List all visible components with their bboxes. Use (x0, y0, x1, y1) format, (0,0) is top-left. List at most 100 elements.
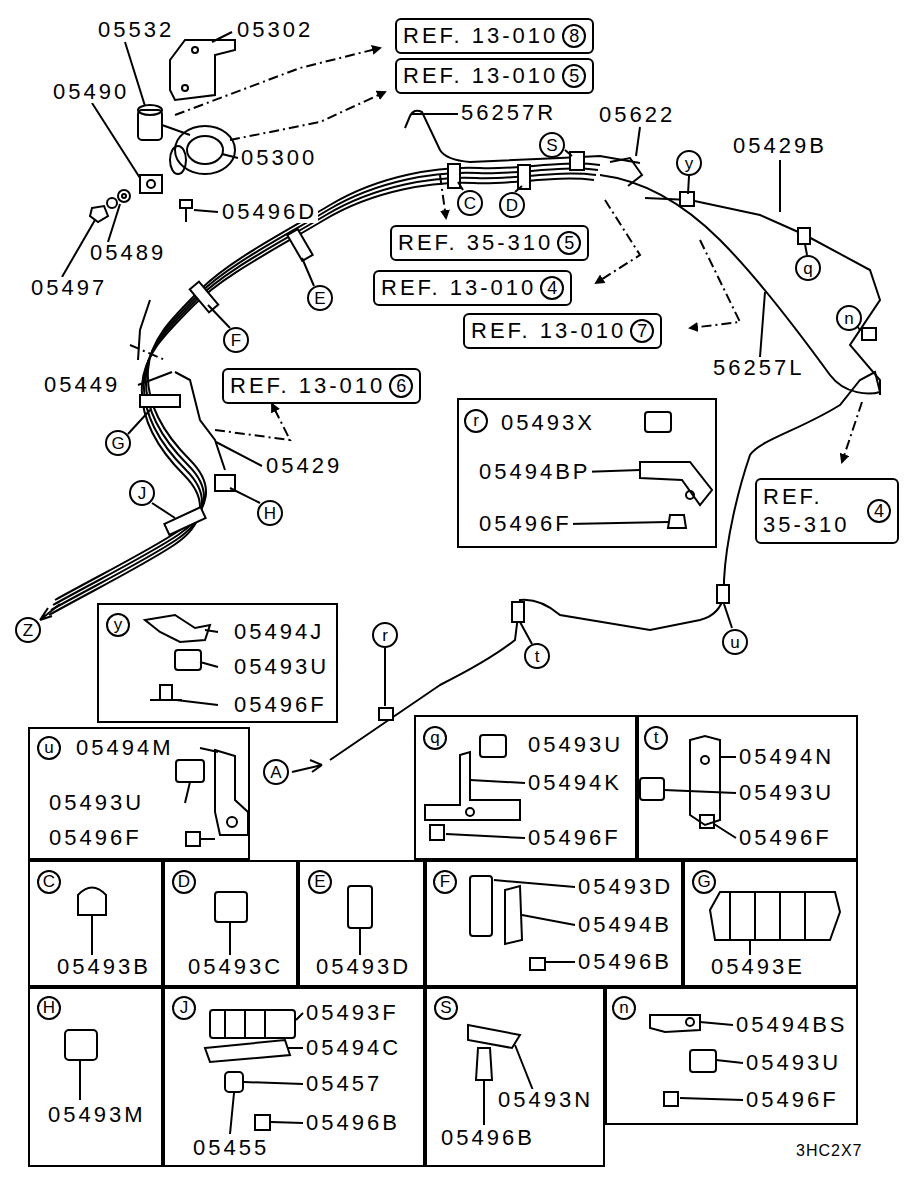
reference-number: 8 (562, 24, 586, 48)
callout-letter: D (506, 197, 518, 214)
callout-circle: u (722, 629, 748, 655)
callout-letter: t (535, 648, 540, 665)
part-number: 05493U (527, 734, 624, 756)
callout-circle: G (105, 430, 131, 456)
part-number: 05494M (75, 737, 175, 759)
callout-circle: D (499, 192, 525, 218)
detail-panel: u 05494M 05493U 05496F (28, 727, 250, 860)
callout-circle: t (524, 643, 550, 669)
detail-panel: n 05494BS 05493U 05496F (605, 987, 858, 1125)
part-number: 05493D (577, 876, 674, 898)
reference-box: REF. 13-0105 (395, 58, 594, 94)
reference-text: REF. 13-010 (471, 318, 626, 344)
reference-number: 7 (630, 319, 654, 343)
callout-letter: C (464, 195, 476, 212)
part-number: 05496B (305, 1112, 401, 1134)
callout-circle: E (307, 285, 333, 311)
detail-letter: u (37, 736, 61, 760)
callout-letter: r (382, 627, 388, 644)
part-number: 05494K (527, 772, 623, 794)
part-number: 05493D (315, 956, 412, 978)
callout-circle: C (457, 190, 483, 216)
part-number: 05493C (187, 956, 284, 978)
detail-letter: E (308, 870, 332, 894)
part-number: 05496B (577, 951, 673, 973)
detail-letter: n (612, 996, 636, 1020)
reference-number: 5 (557, 231, 581, 255)
part-number: 05532 (97, 19, 175, 41)
callout-circle: H (257, 500, 283, 526)
callout-letter: F (231, 332, 241, 349)
detail-panel: J 05493F 05494C 05457 05455 05496B (163, 987, 425, 1167)
drawing-code: 3HC2X7 (795, 1143, 863, 1159)
part-number: 05494B (577, 914, 673, 936)
detail-panel: r05493X05494BP05496F (457, 398, 717, 548)
callout-circle: J (129, 480, 155, 506)
part-number: 05493X (500, 412, 596, 434)
callout-circle: n (836, 305, 862, 331)
part-number: 05493M (47, 1104, 147, 1126)
part-number: 05490 (52, 81, 130, 103)
part-number: 05496F (527, 827, 622, 849)
part-number: 05489 (89, 242, 167, 264)
callout-circle: A (263, 759, 289, 785)
reference-box: REF. 13-0107 (463, 313, 662, 349)
detail-letter: t (644, 726, 668, 750)
part-number: 05494BS (735, 1014, 849, 1036)
callout-letter: n (844, 310, 853, 327)
part-number: 05302 (236, 19, 314, 41)
reference-text: REF. 13-010 (403, 63, 558, 89)
part-number: 05496F (745, 1089, 840, 1111)
callout-letter: y (685, 155, 694, 172)
part-number: 05496B (440, 1127, 536, 1149)
detail-panel: G05493E (683, 860, 858, 987)
part-number: 05622 (598, 104, 676, 126)
callout-letter: A (270, 764, 281, 781)
part-number: 05457 (305, 1073, 383, 1095)
detail-letter: y (106, 613, 130, 637)
reference-text: REF. 35-310 (763, 483, 863, 539)
detail-panel: t 05494N 05493U 05496F (637, 715, 858, 860)
part-number: 05493U (738, 782, 835, 804)
part-number: 56257L (712, 357, 805, 379)
part-number: 05494J (233, 621, 325, 643)
detail-panel: E 05493D (298, 860, 425, 987)
callout-letter: S (546, 137, 557, 154)
part-number: 05493U (233, 656, 330, 678)
detail-letter: J (172, 996, 196, 1020)
reference-box: REF. 35-3104 (755, 478, 899, 544)
callout-letter: E (314, 290, 325, 307)
detail-panel: D05493C (163, 860, 298, 987)
reference-text: REF. 35-310 (398, 230, 553, 256)
part-number: 05496D (221, 201, 318, 223)
callout-letter: u (730, 634, 739, 651)
callout-circle: q (795, 255, 821, 281)
part-number: 05496F (48, 827, 143, 849)
part-number: 05494C (305, 1037, 402, 1059)
part-number: 05493F (305, 1002, 400, 1024)
callout-letter: q (803, 260, 812, 277)
callout-circle: y (676, 150, 702, 176)
part-number: 05493U (48, 792, 145, 814)
part-number: 05496F (478, 513, 573, 535)
reference-number: 4 (867, 499, 891, 523)
part-number: 05300 (240, 147, 318, 169)
detail-letter: S (434, 996, 458, 1020)
detail-panel: S05493N05496B (425, 987, 605, 1167)
part-number: 56257R (460, 102, 557, 124)
part-number: 05493U (745, 1052, 842, 1074)
reference-number: 5 (562, 64, 586, 88)
callout-letter: G (111, 435, 124, 452)
part-number: 05455 (192, 1137, 270, 1159)
part-number: 05494N (738, 746, 835, 768)
reference-text: REF. 13-010 (381, 275, 536, 301)
part-number: 05429 (265, 455, 343, 477)
reference-box: REF. 13-0106 (222, 368, 421, 404)
detail-letter: r (464, 409, 488, 433)
part-number: 05449 (43, 374, 121, 396)
callout-circle: F (223, 327, 249, 353)
detail-panel: F05493D05494B05496B (425, 860, 683, 987)
detail-panel: q05493U05494K05496F (414, 715, 637, 860)
part-number: 05496F (738, 827, 833, 849)
